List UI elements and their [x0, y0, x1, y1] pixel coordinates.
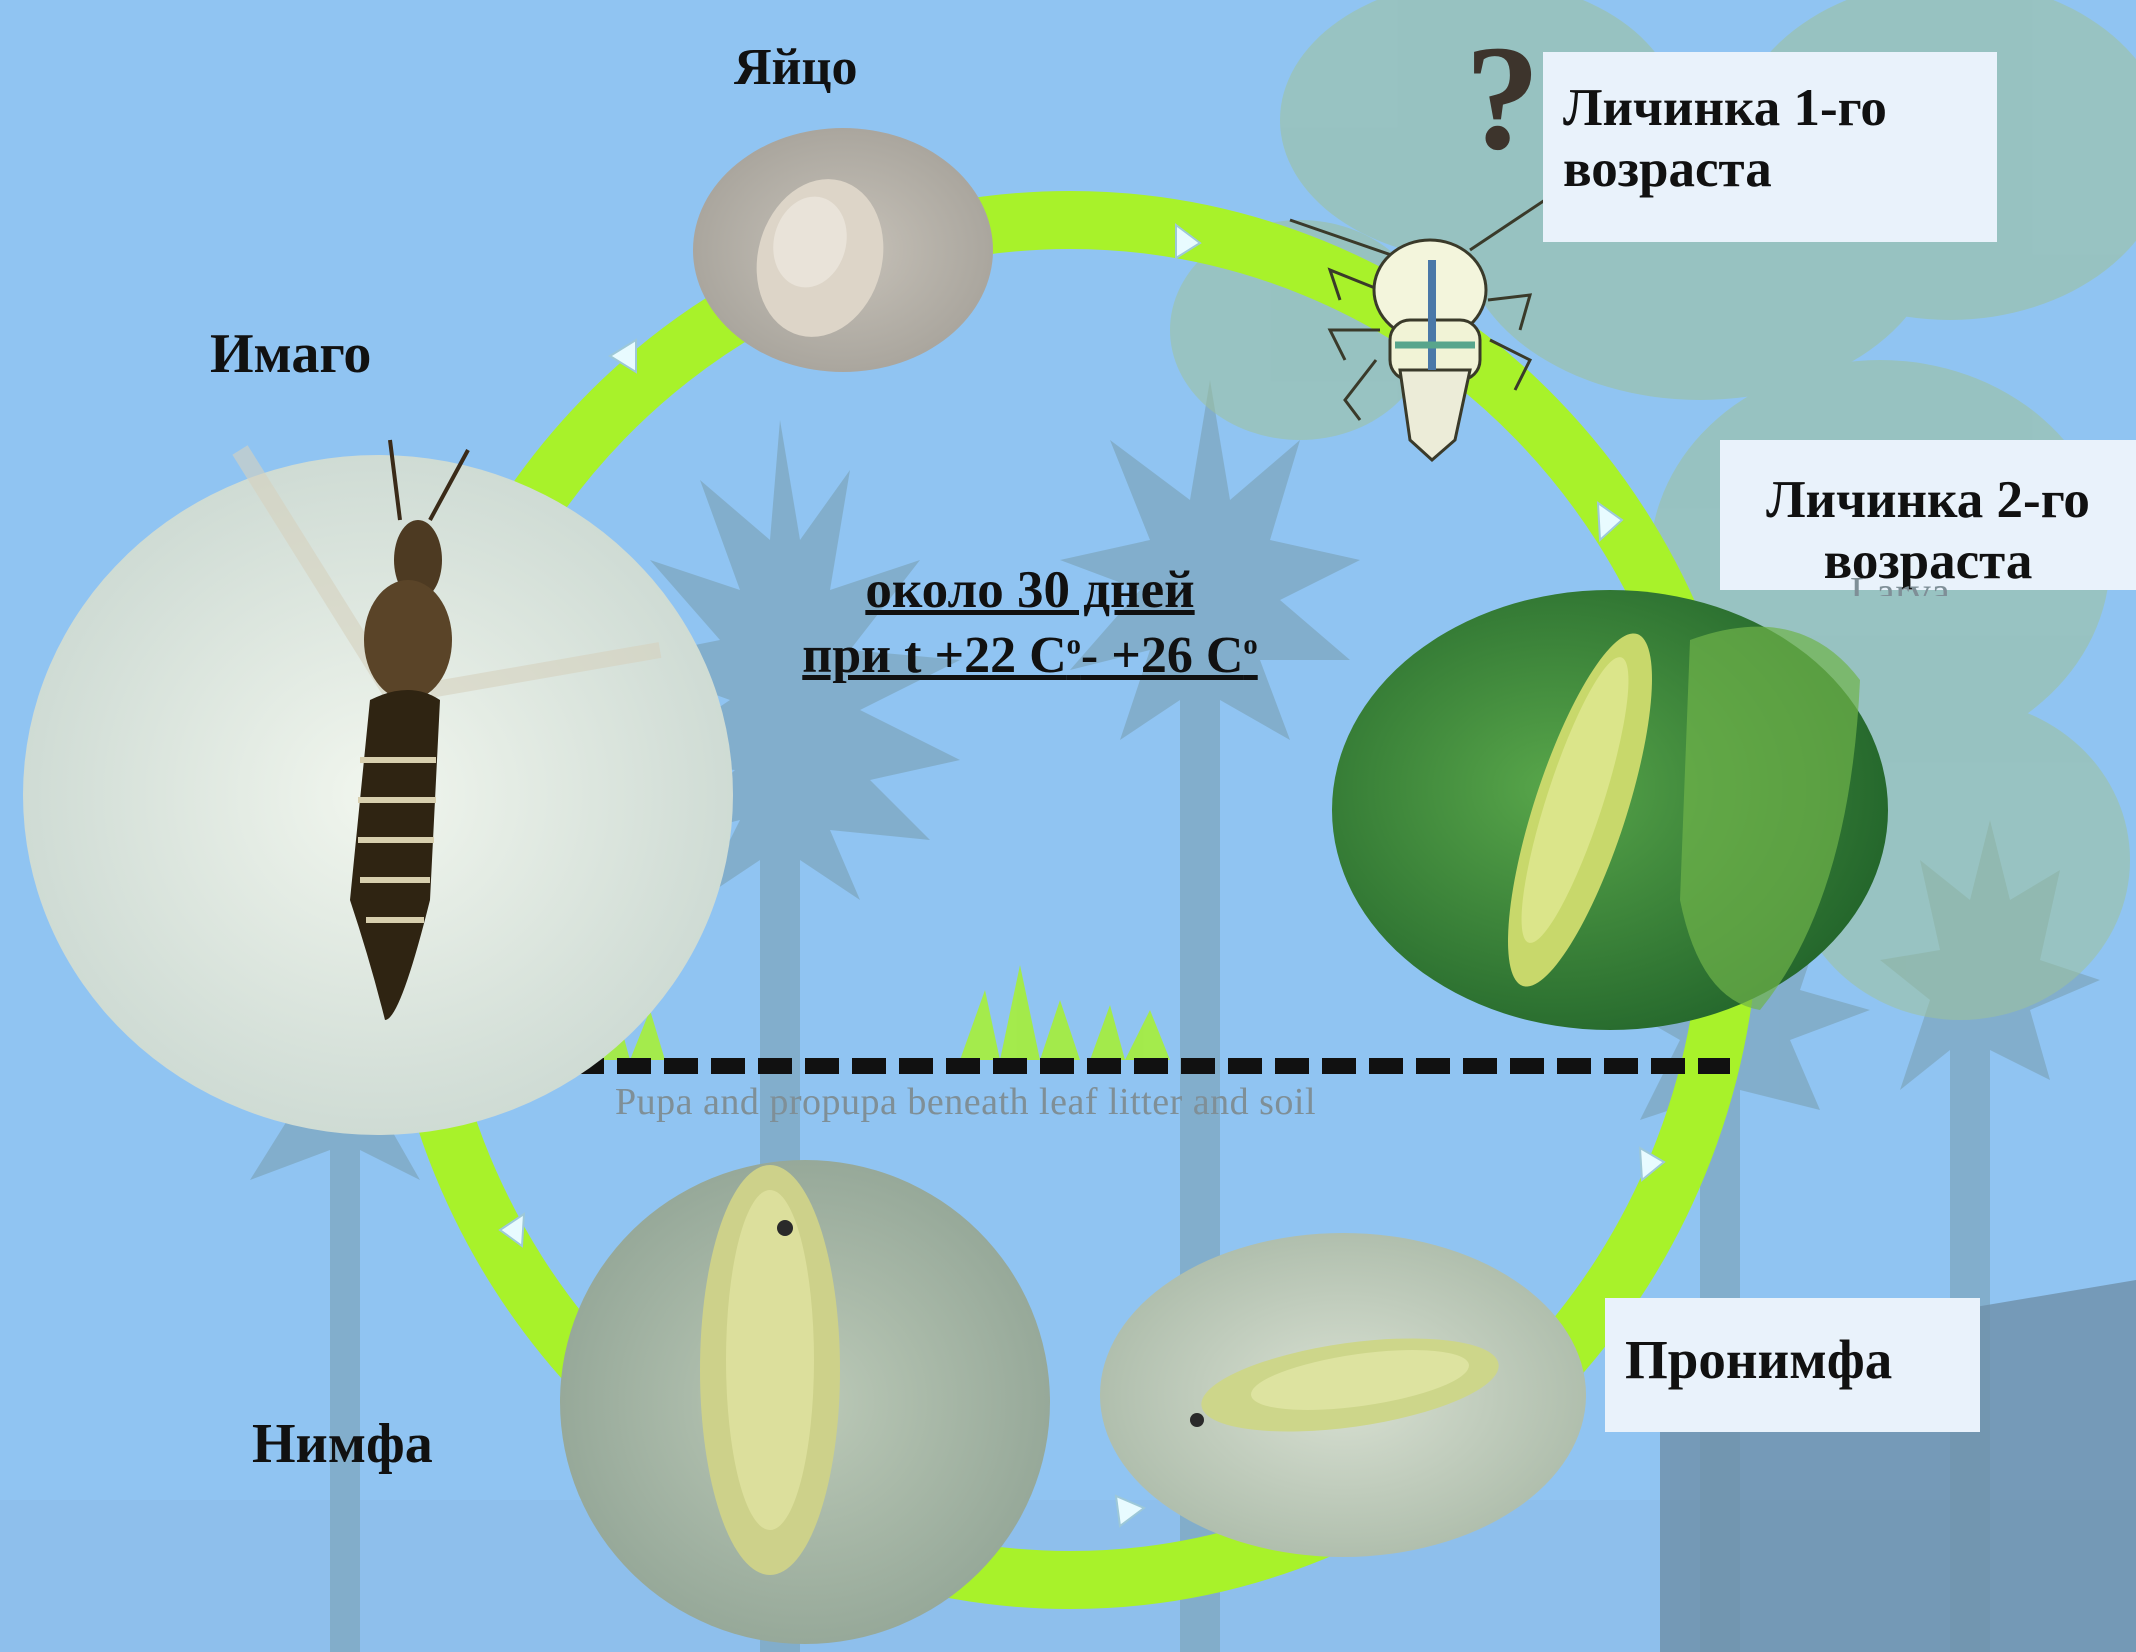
question-mark: ?: [1465, 15, 1540, 181]
stage-label-nymph: Нимфа: [252, 1412, 433, 1476]
stage-label-adult: Имаго: [210, 322, 371, 386]
degree-mark: о: [1067, 630, 1081, 661]
duration-text: около 30 дней при t +22 Со- +26 Со: [730, 560, 1330, 685]
stage-label-egg: Яйцо: [734, 38, 857, 97]
stage-label-larva-1-line1: Личинка 1-го: [1563, 78, 1997, 139]
stage-label-pronymph: Пронимфа: [1605, 1298, 1980, 1432]
duration-line2: при t +22 Со- +26 Со: [730, 626, 1330, 685]
duration-temp-high: - +26 С: [1081, 627, 1244, 684]
stage-label-larva-2-line1: Личинка 2-го: [1720, 470, 2136, 531]
stage-label-larva-1-line2: возраста: [1563, 139, 1997, 200]
degree-mark: о: [1243, 630, 1257, 661]
duration-line1: около 30 дней: [730, 560, 1330, 620]
underground-caption: Pupa and propupa beneath leaf litter and…: [615, 1080, 1316, 1124]
duration-temp-low: при t +22 С: [802, 627, 1066, 684]
stage-label-larva-1: Личинка 1-го возраста: [1543, 52, 1997, 242]
background-partial-text: Larva: [1850, 556, 1950, 596]
